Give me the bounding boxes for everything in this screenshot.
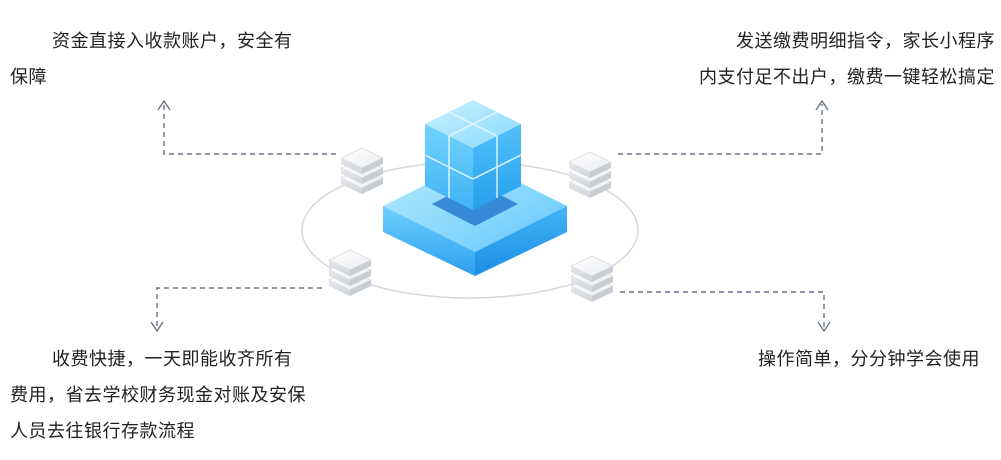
feature-text-top-right-line2: 内支付足不出户，缴费一键轻松搞定 — [699, 67, 995, 88]
layer-stack-icon-top-right — [568, 151, 612, 199]
feature-text-bottom-left: 收费快捷，一天即能收齐所有费用，省去学校财务现金对账及安保人员去往银行存款流程 — [10, 349, 306, 442]
layer-stack-icon-top-left — [340, 147, 384, 195]
connector-top-right — [618, 99, 829, 155]
layer-stack-icon-bottom-left — [328, 249, 372, 297]
cube-stack-icon — [424, 100, 522, 210]
connector-bottom-right — [620, 291, 831, 333]
feature-text-top-right: 发送缴费明细指令，家长小程序 内支付足不出户，缴费一键轻松搞定 — [650, 24, 995, 96]
connector-bottom-left — [150, 287, 322, 333]
feature-text-top-left: 资金直接入收款账户，安全有保障 — [10, 31, 293, 88]
connector-top-left — [157, 99, 336, 155]
feature-text-top-right-line1: 发送缴费明细指令，家长小程序 — [736, 31, 995, 52]
feature-text-bottom-right: 操作简单，分分钟学会使用 — [758, 349, 980, 370]
layer-stack-icon-bottom-right — [570, 255, 614, 303]
